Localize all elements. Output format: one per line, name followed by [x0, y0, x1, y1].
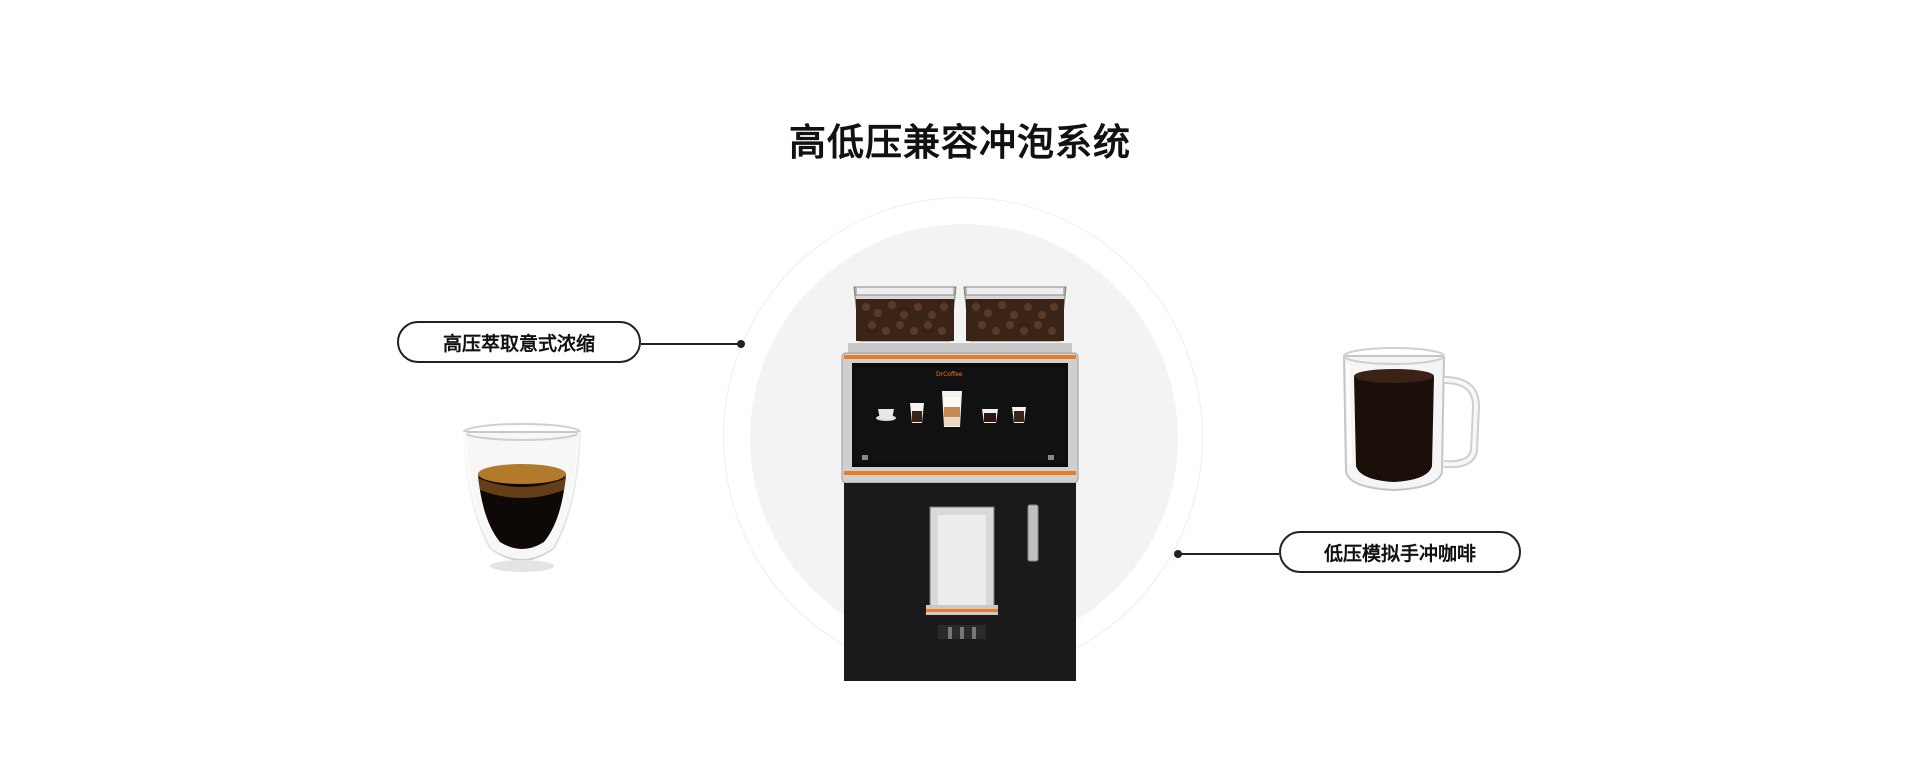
pourover-callout-line: [1178, 553, 1279, 555]
espresso-callout-dot: [737, 340, 745, 348]
espresso-callout-line: [641, 343, 741, 345]
page-title: 高低压兼容冲泡系统: [789, 121, 1131, 164]
svg-text:DrCoffee: DrCoffee: [936, 371, 963, 378]
espresso-glass-image: [461, 423, 583, 572]
coffee-machine-image: DrCoffee: [841, 286, 1079, 681]
pourover-mug-image: [1342, 347, 1480, 492]
screen-drink-icons: [876, 391, 1026, 427]
espresso-callout-label: 高压萃取意式浓缩: [397, 321, 641, 363]
pourover-callout-label: 低压模拟手冲咖啡: [1279, 531, 1521, 573]
bean-hopper-right: [963, 286, 1067, 342]
bean-hopper-left: [853, 286, 957, 342]
